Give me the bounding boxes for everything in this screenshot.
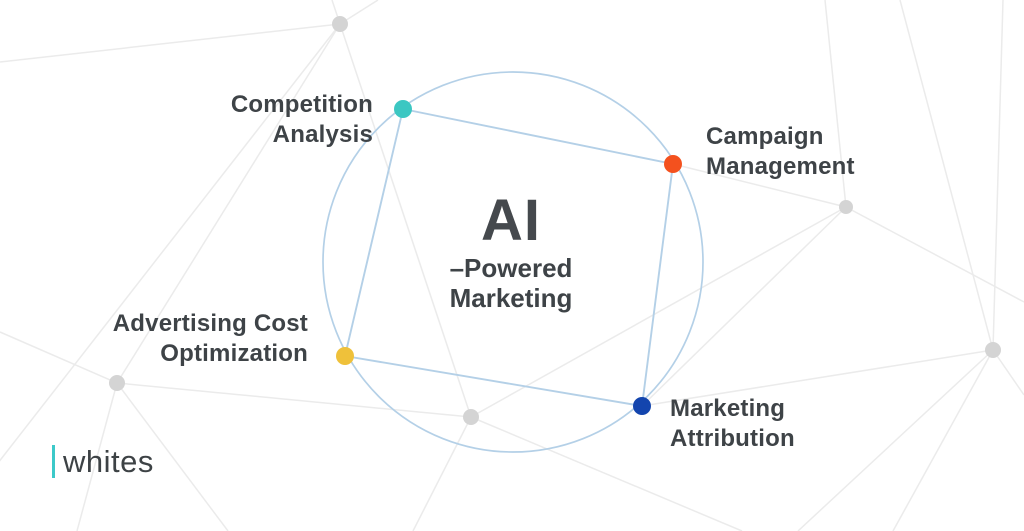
label-line: Marketing [670,395,786,422]
background-node-dot [463,409,479,425]
node-dots [336,100,682,415]
background-line [339,23,472,418]
background-node-dot [109,375,125,391]
background-line [0,331,118,384]
background-node-dot [985,342,1001,358]
center-title-block: AI –Powered Marketing [449,188,573,314]
diagram-circle [322,71,704,453]
whites-logo: whites [52,445,154,478]
label-competition-analysis: Competition Analysis [231,90,373,150]
background-line [641,206,847,407]
background-line [412,416,472,531]
label-line: Optimization [160,340,308,367]
background-line [641,349,994,407]
label-marketing-attribution: Marketing Attribution [670,394,795,454]
center-title: AI [480,188,541,253]
node-dot-advertising-cost-optimization [336,347,354,365]
background-line [0,23,341,462]
background-network-dots [109,16,1001,425]
label-line: Analysis [272,121,373,148]
background-line [992,0,1004,351]
label-line: Campaign [706,123,824,150]
label-line: Management [706,153,855,180]
background-node-dot [332,16,348,32]
label-line: Competition [230,91,373,118]
logo-text: whites [63,444,154,479]
background-line [470,206,847,418]
background-line [0,23,341,63]
background-line [824,0,847,208]
label-campaign-management: Campaign Management [706,122,855,182]
center-subtitle-line2: Marketing [449,283,573,313]
background-line [797,349,994,531]
background-line [899,0,994,351]
background-line [992,349,1024,396]
background-line [116,382,472,418]
background-line [892,349,994,531]
label-line: Advertising Cost [112,310,308,337]
node-dot-campaign-management [664,155,682,173]
background-line [116,382,229,531]
background-node-dot [839,200,853,214]
label-line: Attribution [670,425,795,452]
node-dot-competition-analysis [394,100,412,118]
node-dot-marketing-attribution [633,397,651,415]
logo-accent-bar [52,445,55,478]
label-advertising-cost-optimization: Advertising Cost Optimization [113,309,308,369]
center-subtitle-line1: –Powered [449,253,573,283]
background-line [76,382,118,531]
background-line [470,416,743,531]
background-line [116,23,341,384]
background-line [672,163,847,208]
